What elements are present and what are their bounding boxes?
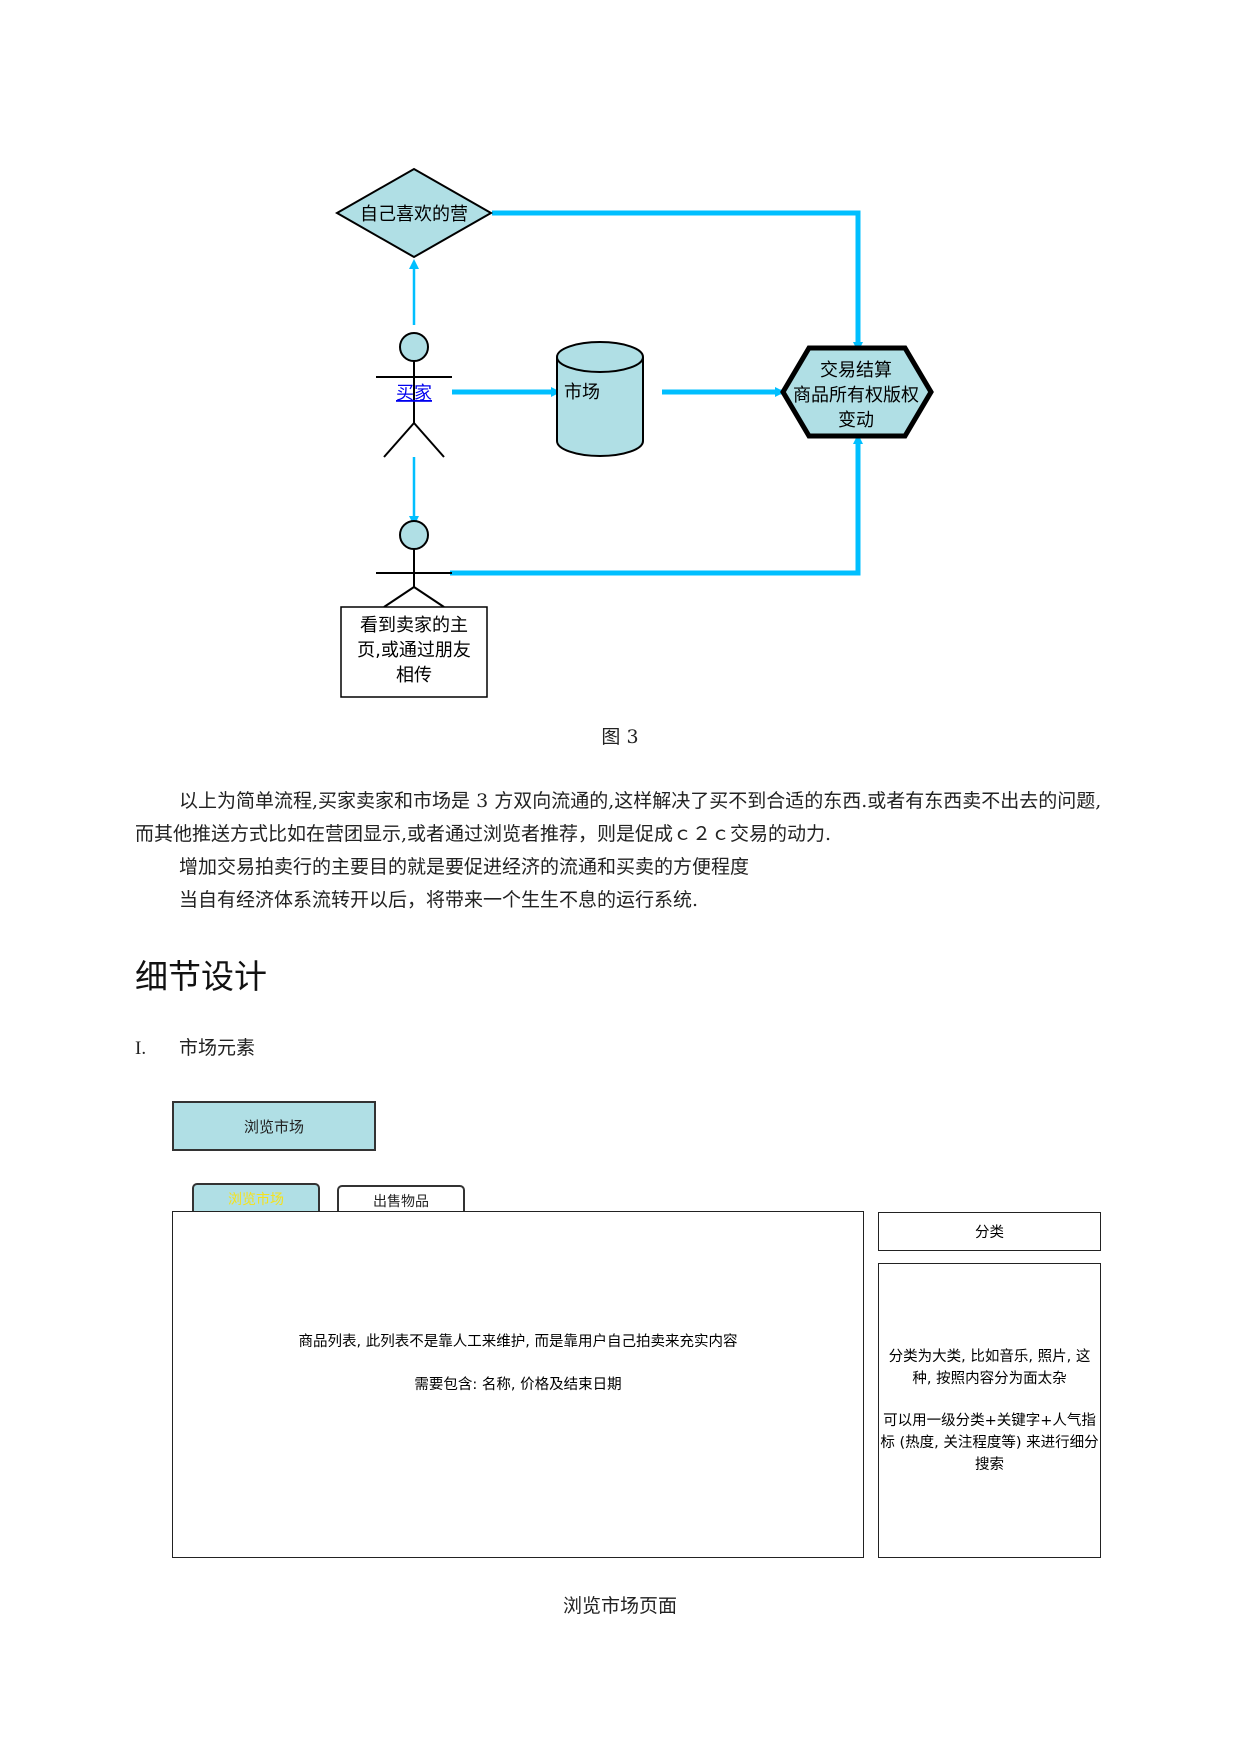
market-database-icon xyxy=(556,341,644,457)
list-item: I. 市场元素 xyxy=(135,1033,255,1060)
list-number: I. xyxy=(135,1038,147,1059)
flow-diagram: 自己喜欢的营 买家 市场 交易结算 商品所有权版权 变动 xyxy=(334,167,934,698)
source-note-box xyxy=(340,606,488,698)
decision-diamond xyxy=(334,167,494,259)
transaction-line-2: 商品所有权版权 xyxy=(793,385,919,406)
category-panel: 分类为大类, 比如音乐, 照片, 这种, 按照内容分为面太杂 可以用一级分类+关… xyxy=(878,1263,1101,1558)
tab-sell-items[interactable]: 出售物品 xyxy=(337,1185,465,1214)
body-text: 以上为简单流程,买家卖家和市场是 3 方双向流通的,这样解决了买不到合适的东西.… xyxy=(135,785,1115,917)
source-line-3: 相传 xyxy=(396,665,432,686)
buyer-actor-icon xyxy=(376,332,452,458)
tab-browse-market[interactable]: 浏览市场 xyxy=(192,1183,320,1212)
wireframe-caption: 浏览市场页面 xyxy=(562,1595,677,1617)
connector-seller-to-transaction xyxy=(450,434,863,576)
category-header[interactable]: 分类 xyxy=(878,1212,1101,1251)
market-label: 市场 xyxy=(564,382,600,403)
category-description-2: 可以用一级分类+关键字+人气指标 (热度, 关注程度等) 来进行细分搜索 xyxy=(880,1413,1099,1473)
paragraph-2: 增加交易拍卖行的主要目的就是要促进经济的流通和买卖的方便程度 xyxy=(179,856,750,878)
product-list-panel: 商品列表, 此列表不是靠人工来维护, 而是靠用户自己拍卖来充实内容 需要包含: … xyxy=(172,1211,864,1558)
paragraph-1: 以上为简单流程,买家卖家和市场是 3 方双向流通的,这样解决了买不到合适的东西.… xyxy=(135,790,1102,845)
seller-actor-icon xyxy=(376,520,452,608)
section-heading: 细节设计 xyxy=(135,957,267,996)
buyer-link[interactable]: 买家 xyxy=(396,383,432,404)
source-line-1: 看到卖家的主 xyxy=(360,615,468,636)
figure-caption: 图 3 xyxy=(601,726,639,748)
source-line-2: 页,或通过朋友 xyxy=(357,640,471,661)
browse-market-button[interactable]: 浏览市场 xyxy=(172,1101,376,1151)
paragraph-3: 当自有经济体系流转开以后，将带来一个生生不息的运行系统. xyxy=(179,889,699,911)
product-list-fields: 需要包含: 名称, 价格及结束日期 xyxy=(414,1377,622,1393)
list-text: 市场元素 xyxy=(179,1037,256,1059)
transaction-line-3: 变动 xyxy=(838,410,874,431)
connector-diamond-to-transaction xyxy=(492,210,863,352)
transaction-line-1: 交易结算 xyxy=(820,360,892,381)
diamond-label: 自己喜欢的营 xyxy=(360,204,468,225)
product-list-description: 商品列表, 此列表不是靠人工来维护, 而是靠用户自己拍卖来充实内容 xyxy=(298,1334,738,1350)
category-description-1: 分类为大类, 比如音乐, 照片, 这种, 按照内容分为面太杂 xyxy=(888,1349,1091,1387)
transaction-hexagon xyxy=(780,345,934,439)
